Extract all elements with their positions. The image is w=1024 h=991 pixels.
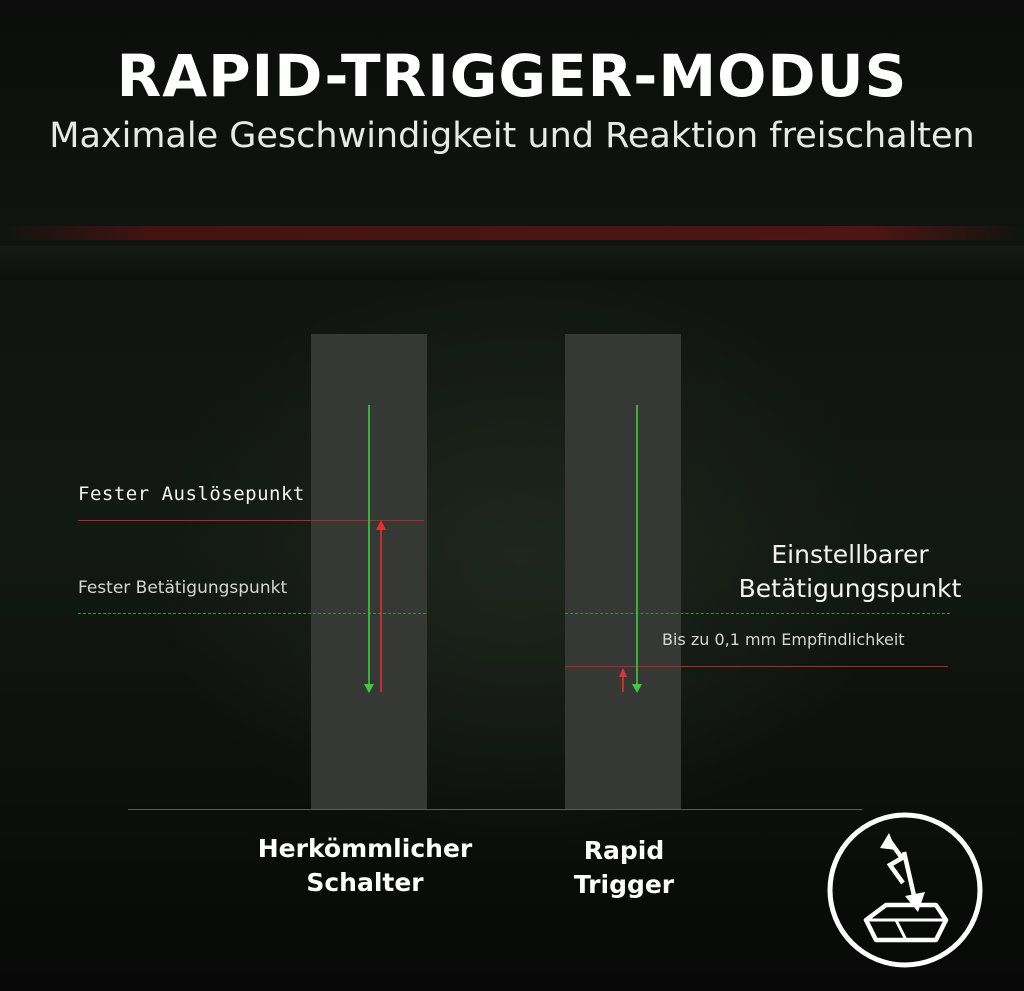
background-dark-beam (0, 246, 1024, 280)
background-red-stripe (0, 226, 1024, 240)
page-subtitle: Maximale Geschwindigkeit und Reaktion fr… (49, 116, 975, 156)
conventional-press-arrow (364, 405, 374, 693)
baseline (128, 809, 862, 810)
conventional-release-arrow (376, 520, 386, 692)
rapid-trigger-column (565, 334, 681, 810)
conventional-switch-label: Herkömmlicher Schalter (230, 832, 500, 900)
sensitivity-reset-line (565, 666, 948, 667)
fixed-reset-line (78, 520, 424, 521)
fixed-actuation-line (78, 613, 426, 614)
adjustable-actuation-line (565, 613, 950, 614)
adjustable-actuation-point-label: Einstellbarer Betätigungspunkt (690, 538, 1010, 606)
page-title: RAPID-TRIGGER-MODUS (116, 42, 908, 110)
adjustable-label-line1: Einstellbarer (771, 540, 929, 569)
conventional-switch-line1: Herkömmlicher (257, 834, 473, 863)
fixed-actuation-point-label: Fester Betätigungspunkt (78, 578, 288, 598)
sensitivity-label: Bis zu 0,1 mm Empfindlichkeit (662, 630, 905, 649)
rapid-trigger-line2: Trigger (573, 870, 675, 899)
rapid-trigger-label: Rapid Trigger (540, 834, 708, 902)
adjustable-label-line2: Betätigungspunkt (738, 574, 962, 603)
rapid-trigger-line1: Rapid (583, 836, 665, 865)
fixed-reset-point-label: Fester Auslösepunkt (78, 483, 305, 505)
conventional-switch-line2: Schalter (306, 868, 424, 897)
rapid-press-arrow (632, 405, 642, 693)
rapid-release-arrow (619, 668, 627, 692)
